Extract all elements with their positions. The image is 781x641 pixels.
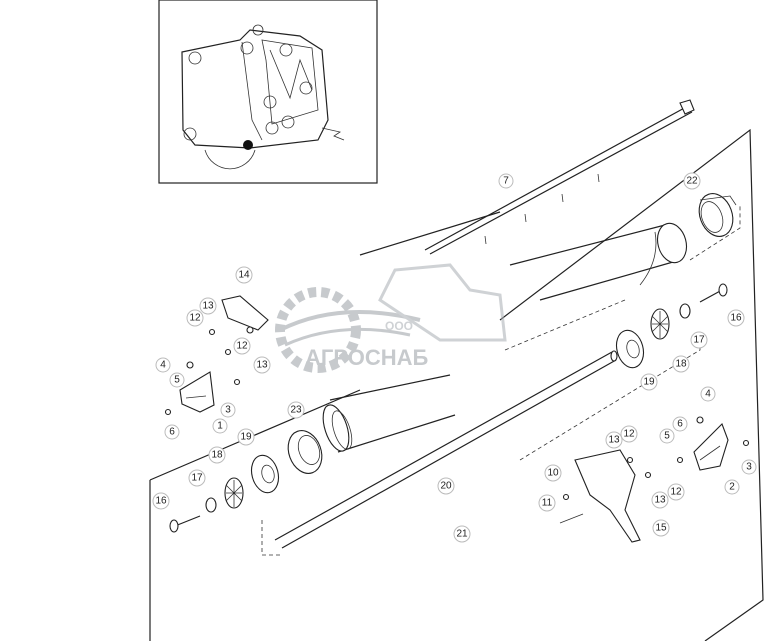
main-tube-lower xyxy=(322,374,456,453)
callout-13c: 13 xyxy=(605,431,623,449)
svg-text:1: 1 xyxy=(217,421,223,432)
bearing-part-19-right xyxy=(615,329,645,369)
svg-text:13: 13 xyxy=(654,495,666,506)
callout-2: 2 xyxy=(724,479,740,495)
svg-text:11: 11 xyxy=(542,498,553,509)
svg-text:15: 15 xyxy=(655,523,667,534)
svg-text:21: 21 xyxy=(456,529,468,540)
bolt-part-16-left xyxy=(169,515,201,533)
callout-17a: 17 xyxy=(188,469,206,487)
svg-text:19: 19 xyxy=(240,432,252,443)
callout-20: 20 xyxy=(437,477,455,495)
callout-19b: 19 xyxy=(640,373,658,391)
svg-text:6: 6 xyxy=(169,427,175,438)
svg-text:3: 3 xyxy=(746,462,752,473)
callout-1: 1 xyxy=(212,418,228,434)
callout-12d: 12 xyxy=(667,483,685,501)
bearing-housing-part-23 xyxy=(287,430,323,474)
svg-text:7: 7 xyxy=(503,176,509,187)
callout-17b: 17 xyxy=(690,331,708,349)
callout-13a: 13 xyxy=(199,297,217,315)
svg-text:5: 5 xyxy=(664,431,670,442)
callout-14: 14 xyxy=(235,266,253,284)
bolt-part-16-right xyxy=(699,283,728,303)
washer-part-17-right xyxy=(679,303,691,319)
svg-text:13: 13 xyxy=(202,301,214,312)
bracket-part-1 xyxy=(179,371,215,413)
callout-6: 6 xyxy=(164,424,180,440)
svg-text:2: 2 xyxy=(729,482,735,493)
callout-16a: 16 xyxy=(152,492,170,510)
inset-locator xyxy=(158,0,378,184)
svg-text:16: 16 xyxy=(730,313,742,324)
callout-15: 15 xyxy=(652,519,670,537)
svg-text:12: 12 xyxy=(236,341,248,352)
callout-3b: 3 xyxy=(741,459,757,475)
svg-text:17: 17 xyxy=(191,473,203,484)
callout-5b: 5 xyxy=(659,428,675,444)
callout-22: 22 xyxy=(683,172,701,190)
callout-18a: 18 xyxy=(208,446,226,464)
svg-text:13: 13 xyxy=(608,435,620,446)
alignment-guide-upper xyxy=(504,205,741,351)
svg-text:4: 4 xyxy=(705,389,711,400)
svg-text:10: 10 xyxy=(547,468,559,479)
callout-13b: 13 xyxy=(253,356,271,374)
callout-23: 23 xyxy=(287,401,305,419)
svg-text:23: 23 xyxy=(290,405,302,416)
callout-7: 7 xyxy=(498,173,514,189)
bearing-housing-part-22 xyxy=(698,193,737,237)
svg-text:19: 19 xyxy=(643,377,655,388)
callout-12c: 12 xyxy=(620,425,638,443)
svg-text:18: 18 xyxy=(211,450,223,461)
svg-text:22: 22 xyxy=(686,176,698,187)
svg-text:12: 12 xyxy=(670,487,682,498)
plate-part-15 xyxy=(574,449,641,543)
svg-text:5: 5 xyxy=(174,375,180,386)
callout-6b: 6 xyxy=(672,416,688,432)
callout-13d: 13 xyxy=(651,491,669,509)
svg-text:16: 16 xyxy=(155,496,167,507)
bracket-part-14 xyxy=(221,295,269,331)
bracket-part-2 xyxy=(693,423,729,471)
shaft-part-20 xyxy=(274,350,618,549)
callout-4: 4 xyxy=(155,357,171,373)
svg-text:6: 6 xyxy=(677,419,683,430)
callout-3: 3 xyxy=(220,402,236,418)
callout-16b: 16 xyxy=(727,309,745,327)
fasteners xyxy=(164,326,750,524)
bearing-part-19-left xyxy=(250,454,280,494)
washer-part-17-left xyxy=(205,497,217,513)
svg-text:20: 20 xyxy=(440,481,452,492)
callout-10: 10 xyxy=(544,464,562,482)
frame-upper-edge xyxy=(359,211,501,256)
callout-12a: 12 xyxy=(186,309,204,327)
svg-text:12: 12 xyxy=(623,429,635,440)
callout-19a: 19 xyxy=(237,428,255,446)
svg-text:14: 14 xyxy=(238,270,250,281)
callout-18b: 18 xyxy=(672,355,690,373)
gear-part-18-left xyxy=(224,477,244,509)
assembly-frame xyxy=(149,128,764,641)
callout-4b: 4 xyxy=(700,386,716,402)
svg-text:17: 17 xyxy=(693,335,705,346)
callout-21: 21 xyxy=(453,525,471,543)
agrosnab-watermark: ООО АГРОСНАБ xyxy=(275,263,507,373)
main-tube-upper xyxy=(509,222,688,301)
rod-part-7 xyxy=(424,99,695,255)
svg-text:12: 12 xyxy=(189,313,201,324)
watermark-brand: АГРОСНАБ xyxy=(305,345,429,370)
callout-11: 11 xyxy=(538,494,556,512)
callout-5: 5 xyxy=(169,372,185,388)
watermark-prefix: ООО xyxy=(385,319,413,333)
callout-12b: 12 xyxy=(233,337,251,355)
gear-part-18-right xyxy=(650,308,670,340)
svg-text:3: 3 xyxy=(225,405,231,416)
svg-text:4: 4 xyxy=(160,360,166,371)
svg-text:13: 13 xyxy=(256,360,268,371)
svg-text:18: 18 xyxy=(675,359,687,370)
